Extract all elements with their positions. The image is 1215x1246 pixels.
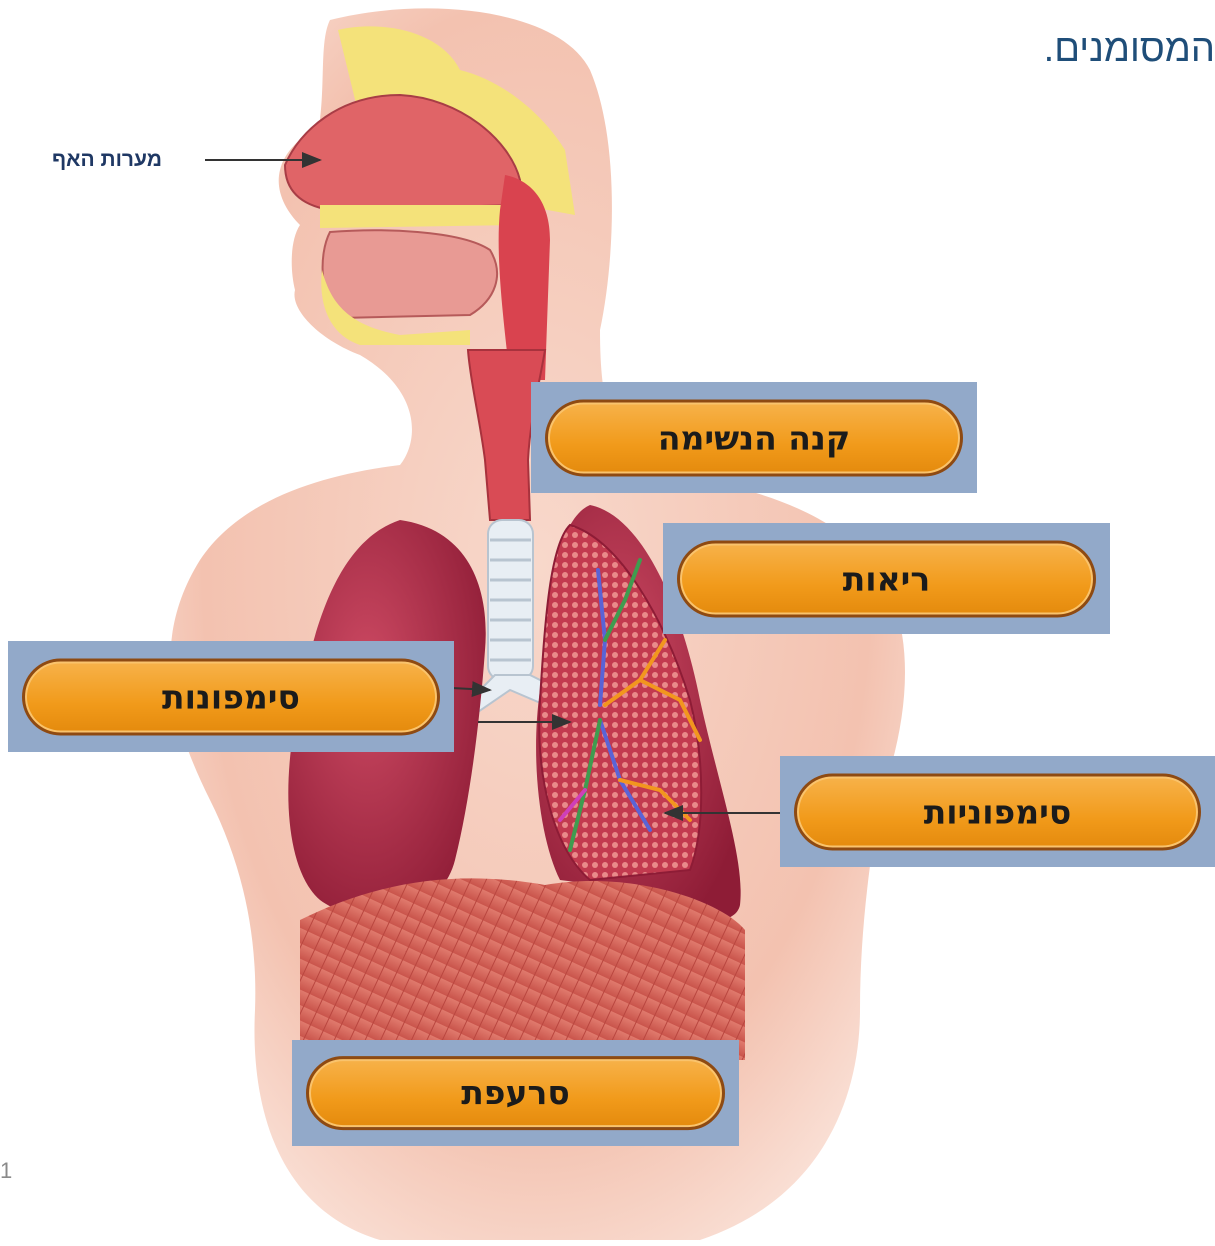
trachea-label-box: קנה הנשימה [531, 382, 977, 493]
bronchioles-pill: סימפוניות [794, 773, 1201, 850]
bronchi-label-box: סימפונות [8, 641, 454, 752]
diaphragm-label: סרעפת [461, 1073, 570, 1112]
lungs-label-box: ריאות [663, 523, 1110, 634]
bronchioles-label: סימפוניות [924, 792, 1072, 831]
bronchioles-label-box: סימפוניות [780, 756, 1215, 867]
bronchi-label: סימפונות [162, 677, 300, 716]
page-heading: המסומנים. [1044, 28, 1215, 71]
diaphragm-muscle [300, 878, 745, 1060]
lungs-label: ריאות [843, 559, 930, 598]
lungs-pill: ריאות [677, 540, 1096, 617]
page-number: 1 [0, 1158, 12, 1184]
diaphragm-label-box: סרעפת [292, 1040, 739, 1146]
bronchi-pill: סימפונות [22, 658, 440, 735]
palate [320, 205, 520, 228]
mouth-tongue [323, 230, 497, 318]
diaphragm-pill: סרעפת [306, 1056, 725, 1130]
nasal-cavity-label: מערות האף [52, 148, 162, 172]
trachea-label: קנה הנשימה [658, 418, 850, 457]
trachea-pill: קנה הנשימה [545, 399, 963, 476]
